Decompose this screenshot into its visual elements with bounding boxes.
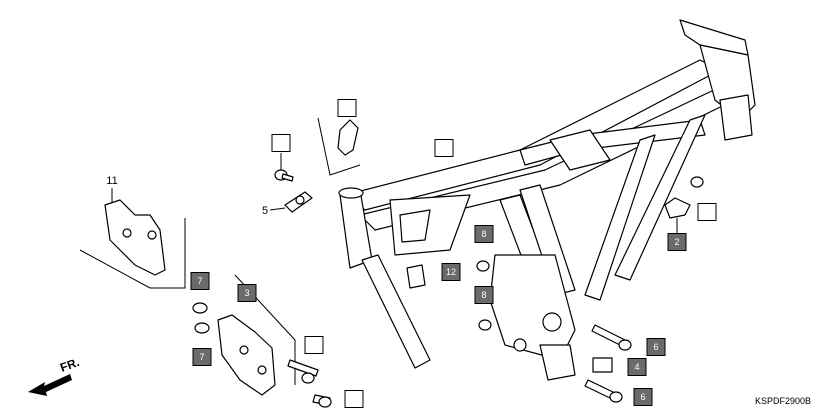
callout-box [434,139,454,157]
callout-b6 [344,390,364,408]
callout-c4: 4 [627,358,647,376]
callout-text: 8 [481,290,486,300]
callout-c11: 11 [106,175,117,187]
callout-c6b: 6 [633,388,653,406]
callout-text: 8 [481,229,486,239]
callout-text: 12 [446,267,456,277]
callout-c5: 5 [262,205,268,217]
part-2-clip [664,176,704,233]
callout-b4 [697,203,717,221]
callout-box [304,336,324,354]
callout-box [667,233,687,251]
part-5-clip [269,191,313,213]
callout-c3: 3 [237,284,257,302]
callout-text: 4 [634,362,639,372]
callout-c7b: 7 [192,348,212,366]
callout-c2: 2 [667,233,687,251]
wire-clamp-top [317,117,361,176]
callout-b3 [434,139,454,157]
callout-c8a: 8 [474,225,494,243]
callout-c7a: 7 [190,272,210,290]
callout-b1 [337,99,357,117]
callout-text: 6 [653,342,658,352]
callout-c6a: 6 [646,338,666,356]
callout-box [633,388,653,406]
callout-box [627,358,647,376]
callout-text: 6 [640,392,645,402]
callout-text: 2 [674,237,679,247]
callout-box [697,203,717,221]
callout-box [271,134,291,152]
callout-text: 7 [197,276,202,286]
callout-text: 7 [199,352,204,362]
part-12-pad [406,264,426,289]
callout-box [474,225,494,243]
callout-labels: 11 5 2 8 8 12 7 7 3 4 6 6 [106,99,717,408]
callout-c12: 12 [441,263,461,281]
callout-box [344,390,364,408]
callout-box [474,286,494,304]
callout-box [646,338,666,356]
callout-box [192,348,212,366]
right-fasteners [476,260,632,403]
bolts-lower-left [287,359,332,408]
callout-text: 5 [262,205,268,217]
part-7-nuts [192,302,210,334]
callout-box [237,284,257,302]
callout-c8b: 8 [474,286,494,304]
front-direction-arrow [28,374,72,396]
direction-label: FR. [58,355,81,375]
callout-b5 [304,336,324,354]
diagram-ref-code: KSPDF2900B [755,396,811,406]
main-frame [338,19,756,381]
callout-text: 11 [106,175,117,187]
callout-box [337,99,357,117]
bolt-top-left [274,153,294,182]
callout-box [190,272,210,290]
callout-box [441,263,461,281]
callout-text: 3 [244,288,249,298]
part-11-side-plate [79,188,186,289]
callout-b2 [271,134,291,152]
